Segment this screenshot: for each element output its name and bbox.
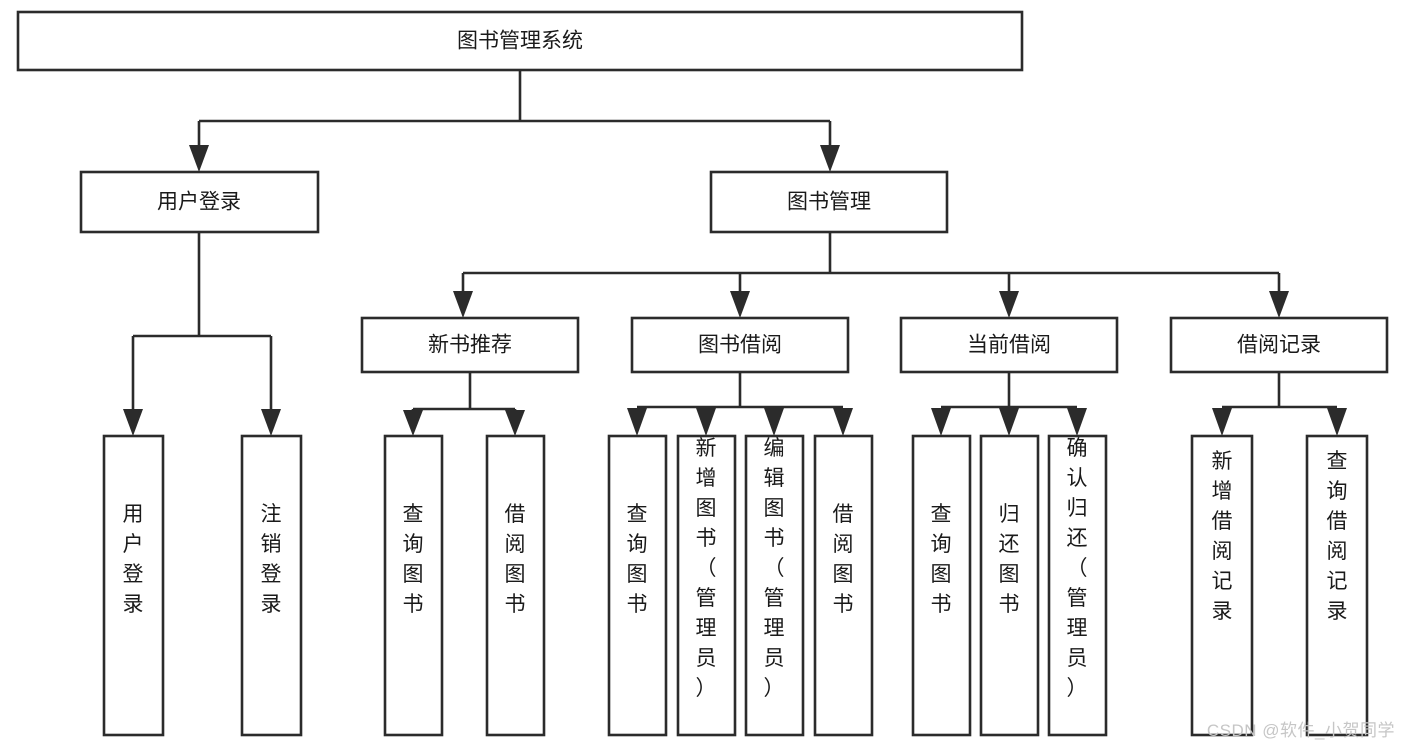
node-current-label: 当前借阅	[967, 334, 1051, 357]
node-leaf9[interactable]: 查询图书	[911, 434, 972, 737]
node-records-box[interactable]	[1169, 316, 1389, 374]
arrow-head-leaf5	[627, 408, 647, 436]
node-leaf5-box[interactable]	[607, 434, 668, 737]
arrow-head-leaf10	[999, 408, 1019, 436]
node-leaf7-box[interactable]	[744, 434, 805, 737]
arrow-head-leaf3	[403, 410, 423, 436]
node-leaf6-label: 新增图书（管理员）	[696, 437, 717, 700]
connector-group-current	[931, 372, 1087, 436]
node-leaf9-label: 查询图书	[931, 503, 952, 616]
arrow-head-leaf8	[833, 408, 853, 436]
node-newbook[interactable]: 新书推荐	[360, 316, 580, 374]
node-leaf12[interactable]: 新增借阅记录	[1190, 434, 1254, 737]
node-records[interactable]: 借阅记录	[1169, 316, 1389, 374]
node-borrow[interactable]: 图书借阅	[630, 316, 850, 374]
node-bookmgmt-label: 图书管理	[787, 191, 871, 214]
node-bookmgmt-box[interactable]	[709, 170, 949, 234]
connector-group-root	[189, 70, 840, 172]
node-leaf9-box[interactable]	[911, 434, 972, 737]
connector-group-borrow	[627, 372, 853, 436]
arrow-head-newbook	[453, 291, 473, 318]
node-root-label: 图书管理系统	[457, 30, 583, 53]
node-leaf1[interactable]: 用户登录	[102, 434, 165, 737]
node-leaf11[interactable]: 确认归还（管理员）	[1047, 434, 1108, 737]
connector-group-login	[123, 232, 281, 436]
node-leaf6[interactable]: 新增图书（管理员）	[676, 434, 737, 737]
node-leaf2-box[interactable]	[240, 434, 303, 737]
arrow-head-leaf11	[1067, 408, 1087, 436]
arrow-head-borrow	[730, 291, 750, 318]
node-leaf7-label: 编辑图书（管理员）	[764, 437, 785, 700]
node-leaf12-label: 新增借阅记录	[1212, 450, 1233, 623]
arrow-head-leaf6	[696, 408, 716, 436]
node-leaf10[interactable]: 归还图书	[979, 434, 1040, 737]
node-borrow-box[interactable]	[630, 316, 850, 374]
node-leaf13-box[interactable]	[1305, 434, 1369, 737]
node-leaf2[interactable]: 注销登录	[240, 434, 303, 737]
arrow-head-leaf9	[931, 408, 951, 436]
node-newbook-box[interactable]	[360, 316, 580, 374]
node-records-label: 借阅记录	[1237, 334, 1321, 357]
arrow-head-login	[189, 145, 209, 172]
connector-group-newbook	[403, 372, 525, 436]
node-leaf10-label: 归还图书	[999, 503, 1020, 616]
node-leaf5-label: 查询图书	[627, 503, 648, 616]
node-login[interactable]: 用户登录	[79, 170, 320, 234]
arrow-head-leaf13	[1327, 408, 1347, 436]
node-leaf12-box[interactable]	[1190, 434, 1254, 737]
node-leaf4-box[interactable]	[485, 434, 546, 737]
arrow-head-leaf2	[261, 409, 281, 436]
node-leaf8-box[interactable]	[813, 434, 874, 737]
connector-group-records	[1212, 372, 1347, 436]
node-leaf11-box[interactable]	[1047, 434, 1108, 737]
node-login-box[interactable]	[79, 170, 320, 234]
node-current[interactable]: 当前借阅	[899, 316, 1119, 374]
node-leaf4[interactable]: 借阅图书	[485, 434, 546, 737]
node-leaf3[interactable]: 查询图书	[383, 434, 444, 737]
arrow-head-bookmgmt	[820, 145, 840, 172]
node-leaf3-box[interactable]	[383, 434, 444, 737]
node-root[interactable]: 图书管理系统	[16, 10, 1024, 72]
node-leaf1-box[interactable]	[102, 434, 165, 737]
arrow-head-leaf4	[505, 410, 525, 436]
node-bookmgmt[interactable]: 图书管理	[709, 170, 949, 234]
node-leaf13-label: 查询借阅记录	[1327, 450, 1348, 623]
node-leaf5[interactable]: 查询图书	[607, 434, 668, 737]
arrow-head-leaf12	[1212, 408, 1232, 436]
node-leaf8[interactable]: 借阅图书	[813, 434, 874, 737]
node-leaf7[interactable]: 编辑图书（管理员）	[744, 434, 805, 737]
connector-group-bookmgmt	[453, 232, 1289, 318]
node-current-box[interactable]	[899, 316, 1119, 374]
node-login-label: 用户登录	[157, 191, 241, 214]
node-leaf10-box[interactable]	[979, 434, 1040, 737]
node-root-box[interactable]	[16, 10, 1024, 72]
node-leaf6-box[interactable]	[676, 434, 737, 737]
node-newbook-label: 新书推荐	[428, 334, 512, 357]
arrow-head-current	[999, 291, 1019, 318]
arrow-head-records	[1269, 291, 1289, 318]
csdn-watermark: CSDN @软件_小贺同学	[1206, 721, 1395, 740]
node-leaf3-label: 查询图书	[403, 503, 424, 616]
node-leaf11-label: 确认归还（管理员）	[1067, 437, 1088, 700]
node-borrow-label: 图书借阅	[698, 334, 782, 357]
arrow-head-leaf7	[764, 408, 784, 436]
node-leaf1-label: 用户登录	[123, 503, 144, 616]
node-leaf2-label: 注销登录	[261, 503, 282, 616]
node-leaf4-label: 借阅图书	[505, 503, 526, 616]
node-leaf13[interactable]: 查询借阅记录	[1305, 434, 1369, 737]
node-leaf8-label: 借阅图书	[833, 503, 854, 616]
arrow-head-leaf1	[123, 409, 143, 436]
